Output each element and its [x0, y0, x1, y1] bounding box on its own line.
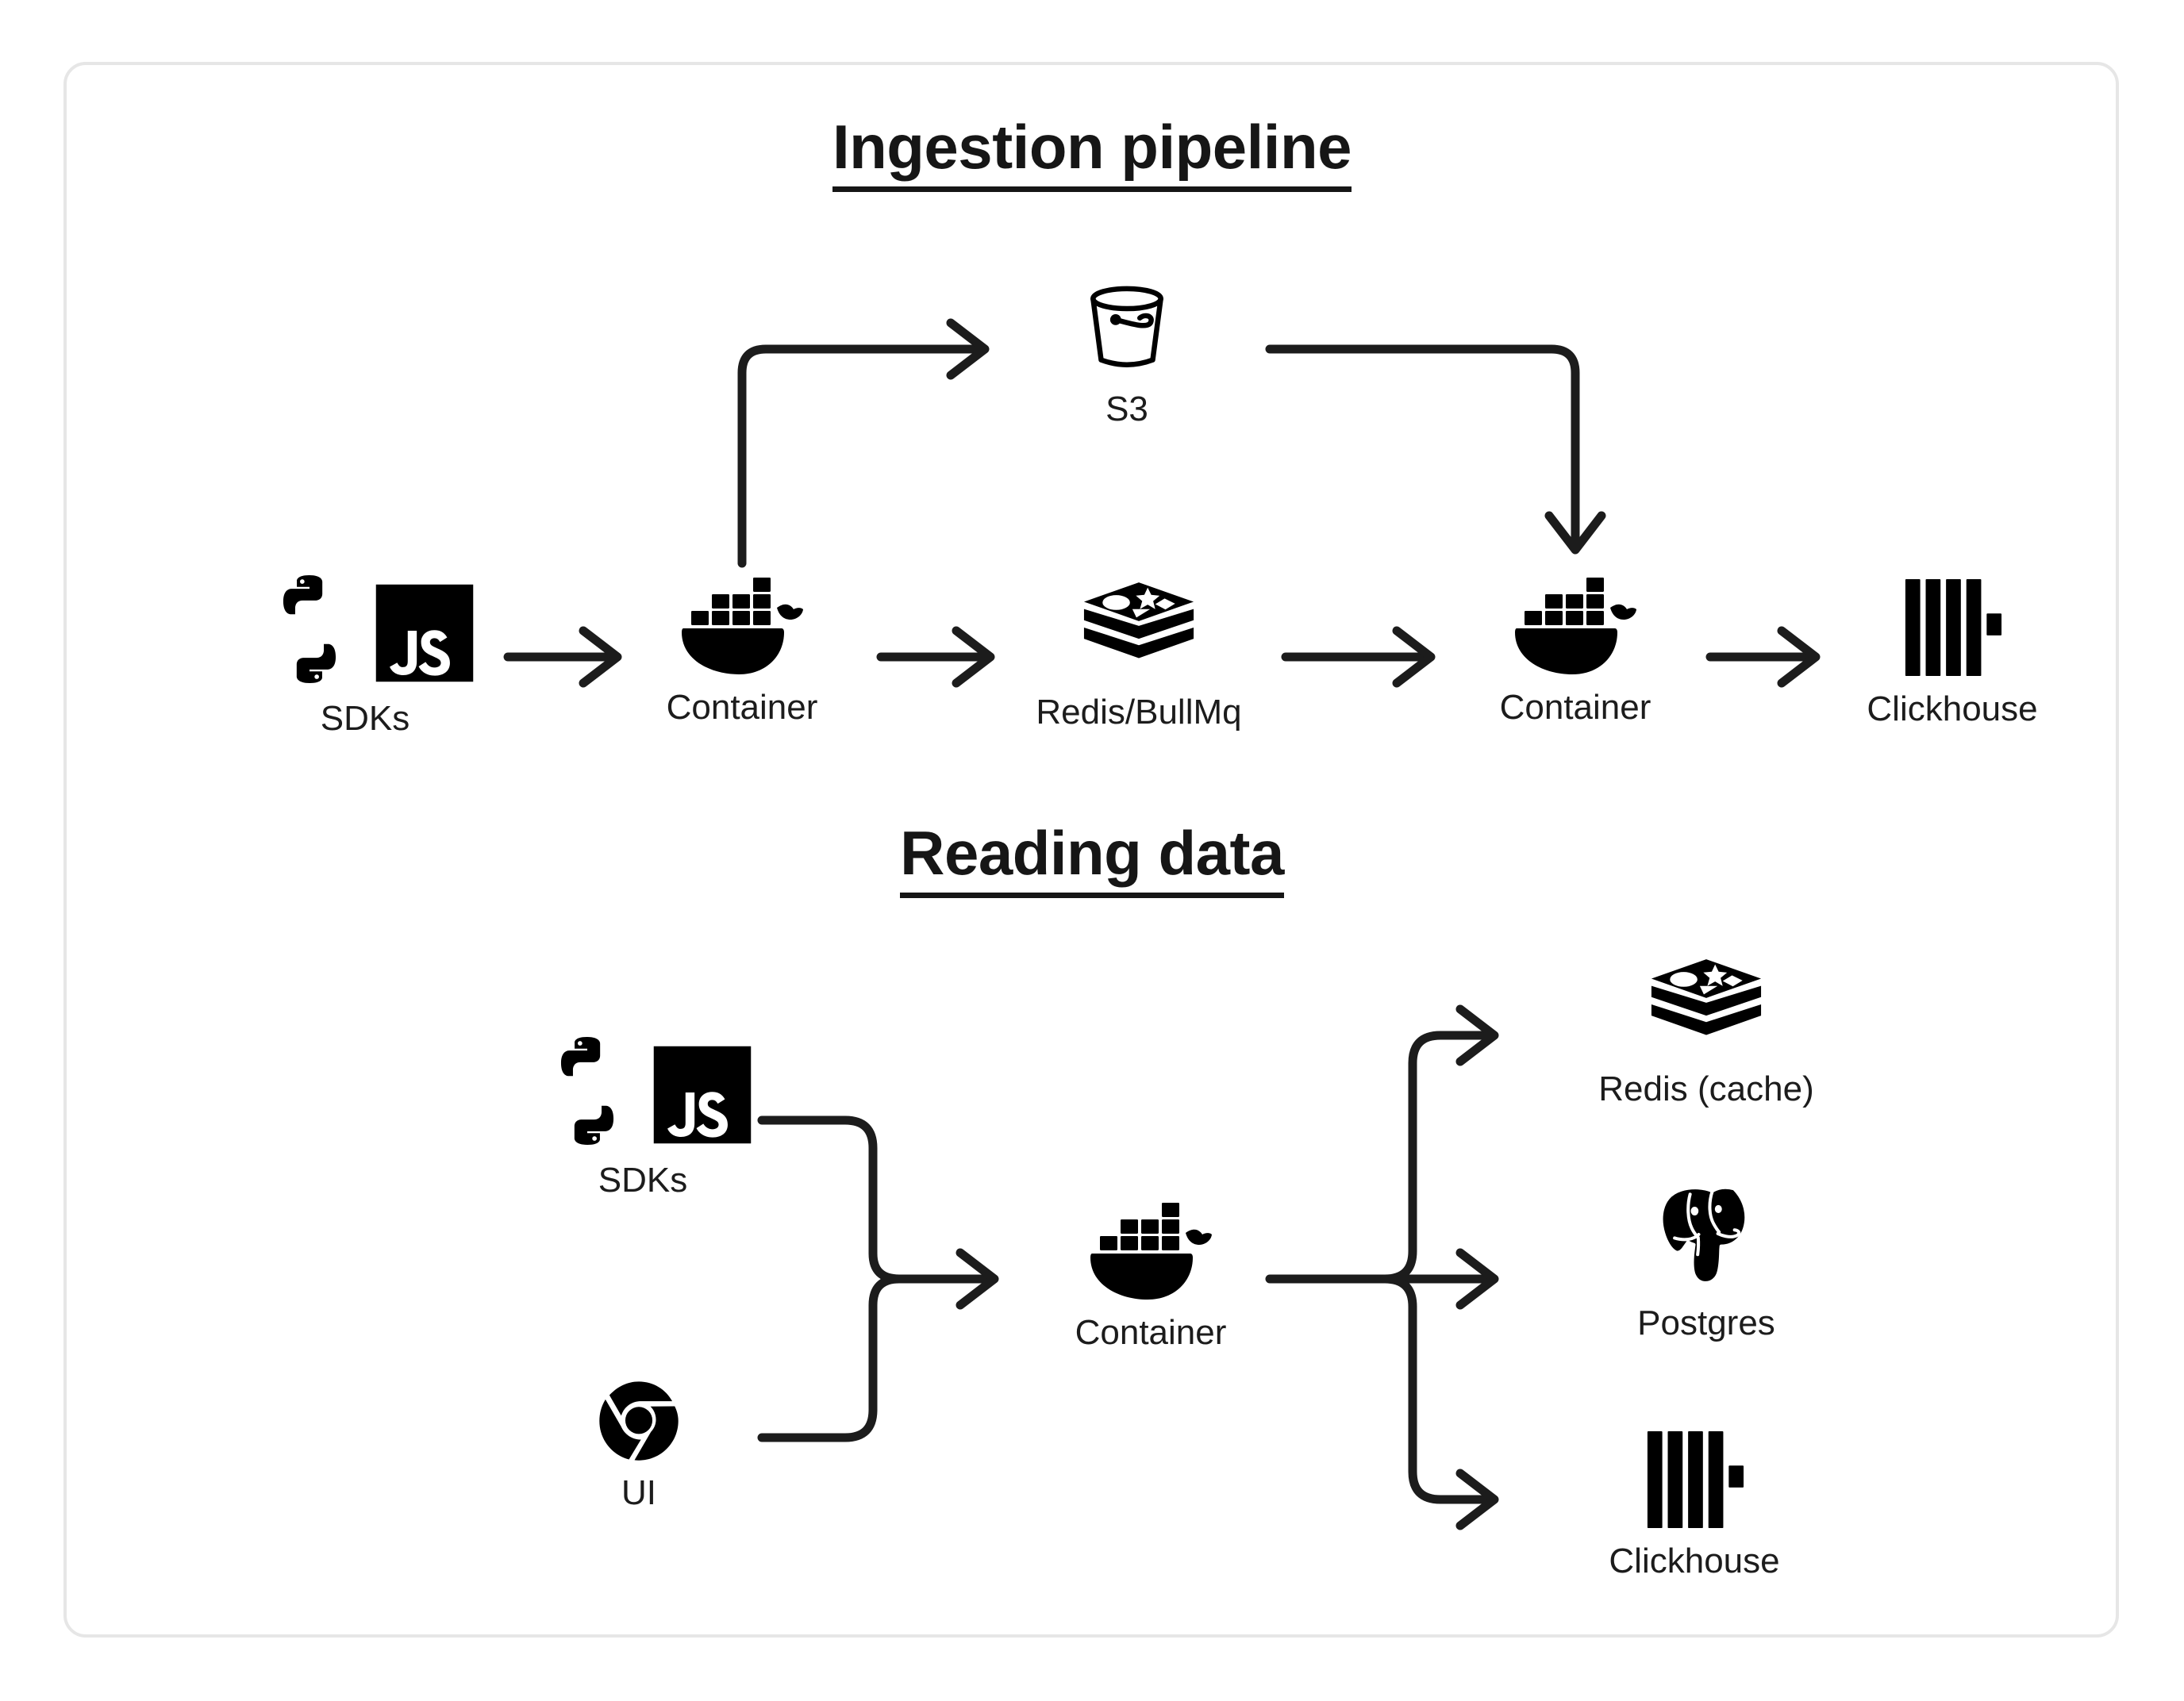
- node-sdks-reading[interactable]: SDKs: [516, 1031, 770, 1200]
- node-label-postgres: Postgres: [1637, 1304, 1775, 1342]
- javascript-icon: [653, 1046, 752, 1144]
- node-label-clickhouse-reading: Clickhouse: [1609, 1542, 1780, 1580]
- node-clickhouse-ingestion[interactable]: Clickhouse: [1841, 576, 2063, 728]
- node-label-redis-cache: Redis (cache): [1598, 1069, 1814, 1108]
- node-sdks-ingestion[interactable]: SDKs: [238, 570, 492, 738]
- s3-bucket-icon: [1090, 286, 1163, 367]
- section-title-ingestion: Ingestion pipeline: [0, 111, 2184, 192]
- docker-icon: [1515, 578, 1636, 674]
- node-postgres[interactable]: Postgres: [1575, 1182, 1837, 1342]
- redis-icon: [1651, 959, 1762, 1035]
- clickhouse-icon-wrap-2: [1644, 1428, 1745, 1531]
- node-label-container-reading: Container: [1075, 1313, 1227, 1352]
- node-label-container-ingestion-1: Container: [666, 688, 818, 727]
- sdks-icon-group: [250, 570, 480, 689]
- node-ui[interactable]: UI: [556, 1379, 722, 1512]
- section-title-ingestion-text: Ingestion pipeline: [832, 112, 1352, 192]
- redis-icon-wrap-2: [1647, 956, 1766, 1059]
- docker-icon-wrap-2: [1512, 573, 1639, 678]
- redis-icon-wrap: [1079, 579, 1198, 682]
- s3-bucket-icon-wrap: [1075, 276, 1179, 379]
- postgres-icon-wrap: [1652, 1182, 1760, 1293]
- docker-icon-wrap-3: [1087, 1198, 1214, 1303]
- clickhouse-icon-wrap: [1901, 576, 2003, 679]
- section-title-reading: Reading data: [0, 817, 2184, 898]
- node-redis-bullmq[interactable]: Redis/BullMq: [1024, 579, 1254, 731]
- node-label-sdks-ingestion: SDKs: [320, 699, 410, 738]
- node-label-redis-bullmq: Redis/BullMq: [1036, 693, 1242, 731]
- docker-icon: [1090, 1203, 1212, 1300]
- node-label-sdks-reading: SDKs: [598, 1161, 688, 1200]
- node-label-container-ingestion-2: Container: [1499, 688, 1651, 727]
- redis-icon: [1083, 582, 1194, 659]
- postgres-icon: [1659, 1185, 1748, 1285]
- node-label-ui: UI: [621, 1473, 656, 1512]
- python-icon: [560, 1037, 614, 1145]
- python-icon: [283, 575, 336, 683]
- node-container-reading[interactable]: Container: [1036, 1198, 1266, 1352]
- sdks-icon-group-2: [528, 1031, 758, 1150]
- clickhouse-icon: [1647, 1430, 1744, 1529]
- docker-icon-wrap: [679, 573, 806, 678]
- node-s3[interactable]: S3: [1024, 276, 1230, 428]
- node-container-ingestion-2[interactable]: Container: [1472, 573, 1678, 727]
- javascript-icon: [375, 584, 474, 682]
- node-container-ingestion-1[interactable]: Container: [639, 573, 845, 727]
- node-label-s3: S3: [1105, 390, 1148, 428]
- node-clickhouse-reading[interactable]: Clickhouse: [1555, 1428, 1833, 1580]
- chrome-icon-wrap: [597, 1379, 681, 1463]
- chrome-icon: [599, 1381, 679, 1461]
- diagram-card: [63, 62, 2119, 1638]
- clickhouse-icon: [1905, 578, 2002, 677]
- node-label-clickhouse-ingestion: Clickhouse: [1867, 689, 2038, 728]
- docker-icon: [682, 578, 803, 674]
- node-redis-cache[interactable]: Redis (cache): [1555, 956, 1857, 1108]
- section-title-reading-text: Reading data: [900, 818, 1284, 898]
